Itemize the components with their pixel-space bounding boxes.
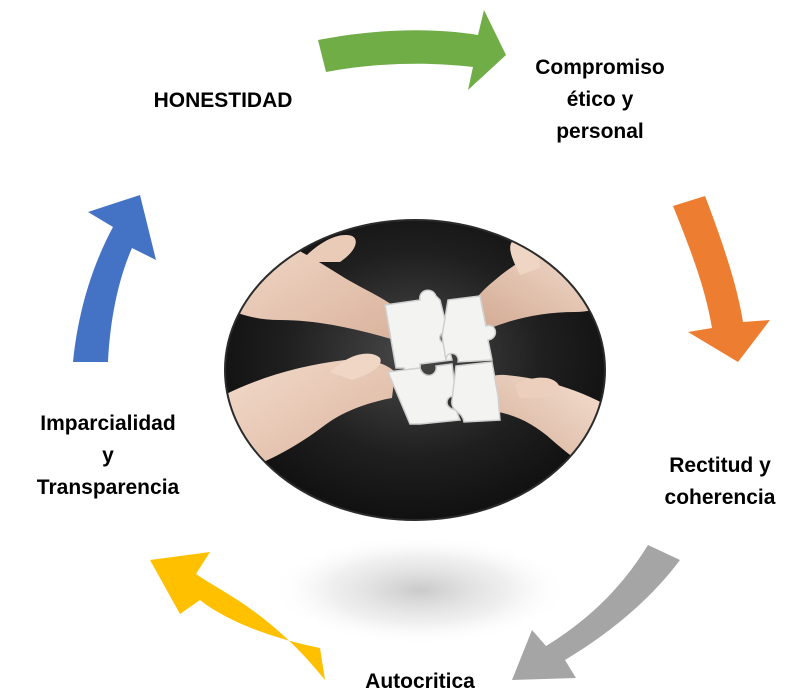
step-label-line: Rectitud y <box>669 454 771 477</box>
step-label-autocritica: Autocritica <box>325 666 515 698</box>
step-label-rectitud: Rectitud y coherencia <box>640 450 793 514</box>
center-shadow <box>270 535 570 645</box>
step-label-line: y <box>102 444 114 467</box>
step-label-line: coherencia <box>664 486 776 509</box>
arrow-compromiso-to-rectitud <box>673 196 770 362</box>
step-label-line: Imparcialidad <box>40 412 176 435</box>
step-label-line: HONESTIDAD <box>153 89 293 112</box>
step-label-compromiso: Compromiso ético y personal <box>500 52 700 148</box>
center-image-frame <box>224 219 606 521</box>
step-label-line: Compromiso <box>535 56 665 79</box>
arrow-autocritica-to-imparcialidad <box>150 552 325 680</box>
center-image-puzzle-hands <box>225 220 605 520</box>
step-label-line: Transparencia <box>36 476 180 499</box>
step-label-honestidad: HONESTIDAD <box>118 85 328 117</box>
step-label-line: ético y <box>566 88 634 111</box>
arrow-honestidad-to-compromiso <box>318 10 506 90</box>
arrow-imparcialidad-to-honestidad <box>73 195 156 362</box>
step-label-line: personal <box>556 120 644 143</box>
arrow-rectitud-to-autocritica <box>512 545 680 680</box>
step-label-line: Autocritica <box>365 670 475 693</box>
step-label-imparcialidad: Imparcialidad y Transparencia <box>8 408 208 504</box>
